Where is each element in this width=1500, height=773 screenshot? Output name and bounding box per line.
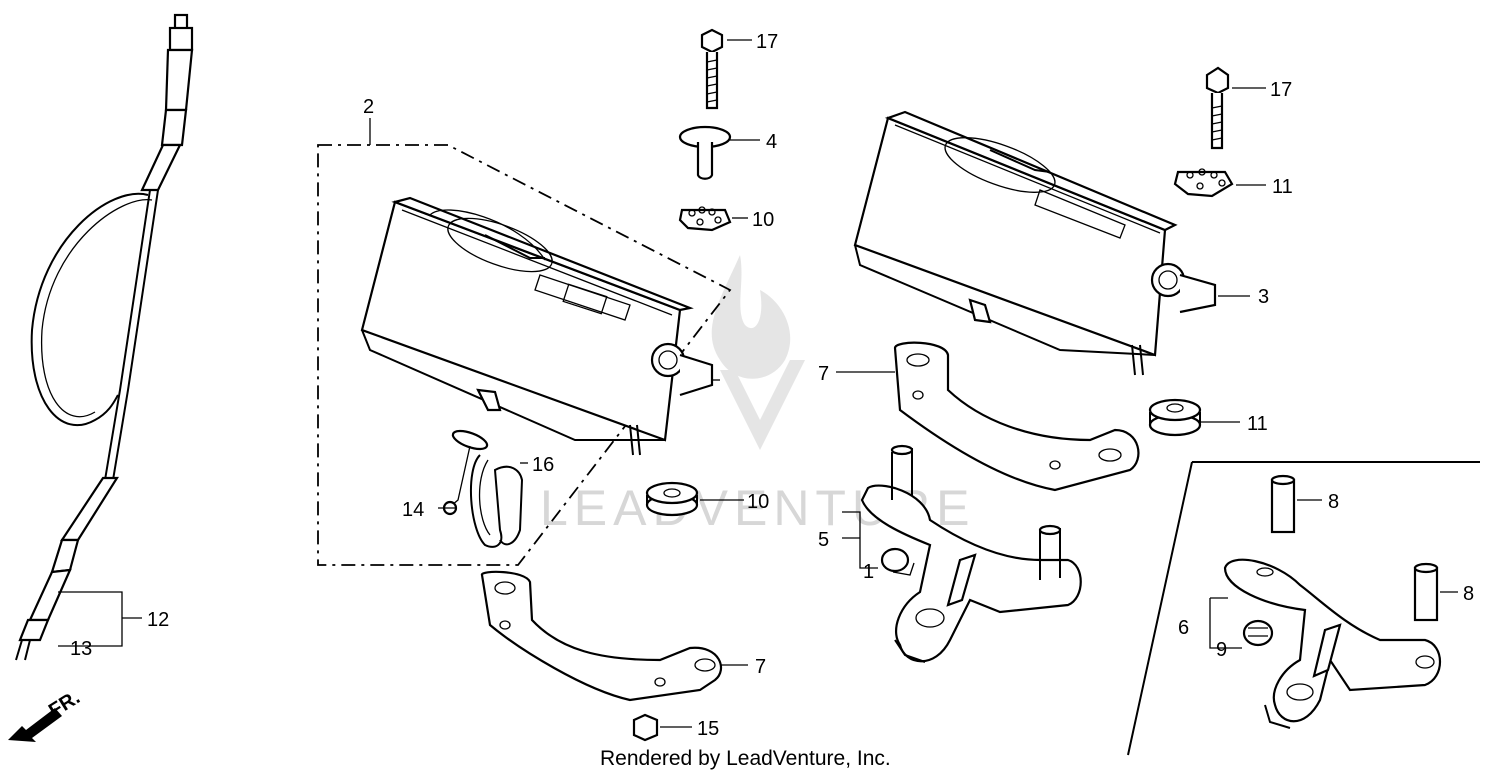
callout-9: 9	[1216, 639, 1227, 661]
right-meter	[853, 110, 1217, 376]
speedometer-cable	[15, 13, 194, 661]
leader-lines	[58, 39, 1458, 728]
bracket-5	[860, 444, 1082, 663]
credit-text: Rendered by LeadVenture, Inc.	[600, 747, 891, 770]
callout-17-center: 17	[756, 31, 778, 53]
front-arrow-icon: FR.	[8, 687, 84, 742]
callout-11-upper: 11	[1272, 176, 1293, 198]
callout-13: 13	[70, 638, 92, 660]
nut-9	[1242, 619, 1274, 647]
callout-16: 16	[532, 454, 554, 476]
callouts: 1 2 3 4 5 6 7 7 8 8 9 10 10 11 11 12 13 …	[70, 31, 1474, 740]
callout-11-lower: 11	[1247, 413, 1268, 435]
callout-6: 6	[1178, 617, 1189, 639]
callout-3: 3	[1258, 286, 1269, 308]
bracket-7-left	[480, 570, 723, 702]
callout-10-upper: 10	[752, 209, 774, 231]
callout-8-lower: 8	[1463, 583, 1474, 605]
right-stack	[1173, 66, 1234, 198]
callout-15: 15	[697, 718, 719, 740]
grommet-10-lower	[645, 481, 699, 517]
callout-4: 4	[766, 131, 777, 153]
nut-15	[632, 713, 659, 742]
bulb-socket	[442, 429, 524, 548]
callout-14: 14	[402, 499, 424, 521]
collar-8-upper	[1270, 474, 1296, 534]
callout-1: 1	[863, 561, 874, 583]
callout-2: 2	[363, 96, 374, 118]
watermark-logo	[711, 255, 805, 450]
left-meter	[360, 196, 714, 456]
collar-8-lower	[1413, 562, 1439, 622]
nut-1	[880, 547, 915, 576]
variant-separator	[1127, 461, 1480, 756]
callout-10-lower: 10	[747, 491, 769, 513]
callout-7-right: 7	[818, 363, 829, 385]
grommet-11-lower	[1148, 398, 1202, 437]
callout-12: 12	[147, 609, 169, 631]
assembly-2-outline	[317, 144, 732, 566]
center-stack	[678, 28, 732, 232]
bracket-7-right	[893, 341, 1140, 492]
bracket-6	[1223, 558, 1441, 729]
callout-5: 5	[818, 529, 829, 551]
callout-8-upper: 8	[1328, 491, 1339, 513]
callout-17-right: 17	[1270, 79, 1292, 101]
callout-7-left: 7	[755, 656, 766, 678]
